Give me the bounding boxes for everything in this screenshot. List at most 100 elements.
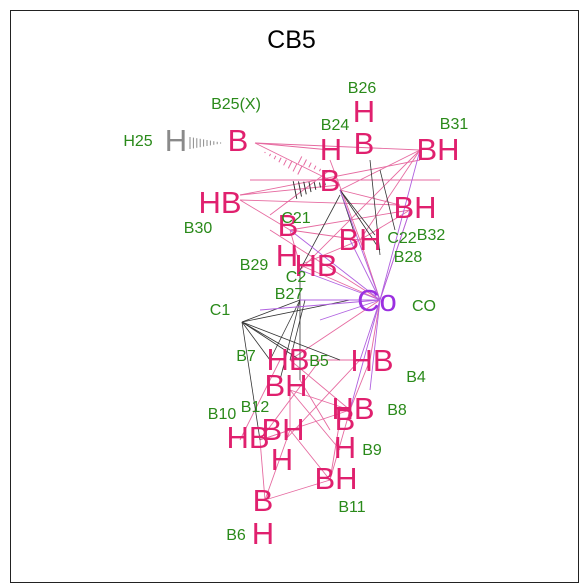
atom-label: C1 — [210, 302, 231, 319]
bond-line — [239, 184, 341, 196]
atom-label: B28 — [394, 249, 423, 266]
bond-line — [254, 142, 331, 151]
atom-symbol: B — [253, 483, 274, 518]
atom-symbol: HB — [198, 185, 241, 220]
bond-line — [289, 429, 331, 481]
bond-line — [359, 209, 411, 241]
hash-line — [287, 161, 293, 169]
bond-line — [241, 321, 261, 441]
bond-line — [339, 189, 381, 251]
bond-line — [241, 321, 271, 361]
bond-line — [289, 229, 381, 301]
hash-line — [308, 162, 312, 168]
bond-line — [269, 229, 381, 301]
hash-line — [264, 151, 266, 154]
atom-symbol: B — [228, 123, 249, 158]
hash-line — [292, 181, 298, 199]
atom-symbol: B — [278, 208, 299, 243]
atom-symbol: H — [334, 430, 356, 465]
atom-symbol: BH — [416, 132, 459, 167]
bond-line — [239, 199, 291, 231]
bond-line — [241, 299, 351, 323]
atom-symbol: B — [335, 402, 356, 437]
atom-symbol: HB — [266, 342, 309, 377]
atom-symbol: BH — [261, 412, 304, 447]
atom-symbol: HB — [294, 248, 337, 283]
bond-line — [289, 389, 341, 451]
bond-line — [379, 149, 421, 301]
bond-line — [339, 189, 381, 301]
bond-line — [264, 429, 291, 501]
bond-line — [379, 209, 411, 301]
atom-label: B5 — [309, 353, 329, 370]
atom-label: CO — [412, 298, 436, 315]
atom-label: C21 — [281, 210, 310, 227]
bond-line — [349, 299, 381, 411]
hash-line — [324, 171, 326, 174]
atom-label: H25 — [123, 133, 152, 150]
atom-symbol: Co — [357, 283, 397, 318]
atom-symbol: HB — [331, 391, 374, 426]
atom-label: B7 — [236, 348, 256, 365]
atom-label: C22 — [387, 230, 416, 247]
bond-line — [239, 159, 421, 196]
hash-line — [303, 159, 307, 166]
atom-symbol: BH — [393, 190, 436, 225]
bond-line — [329, 419, 341, 481]
bond-line — [329, 409, 351, 481]
bond-line — [299, 269, 381, 301]
plot-frame — [10, 10, 579, 583]
bond-line — [289, 299, 306, 361]
bond-line — [279, 299, 301, 381]
atom-symbol: B — [354, 126, 375, 161]
bond-line — [241, 321, 301, 361]
atom-symbol: BH — [314, 461, 357, 496]
hash-line — [273, 155, 277, 160]
hash-line — [324, 182, 326, 186]
bond-line — [259, 429, 291, 441]
bond-line — [339, 189, 401, 206]
atom-label: B26 — [348, 80, 377, 97]
hash-line — [318, 168, 322, 172]
atom-symbol: BH — [338, 222, 381, 257]
bond-line — [239, 359, 281, 441]
bond-line — [264, 479, 331, 501]
bond-line — [299, 379, 331, 431]
hash-line — [283, 159, 287, 166]
atom-symbol: H — [271, 442, 293, 477]
atom-label: B29 — [240, 257, 269, 274]
hash-line — [297, 165, 303, 175]
bond-line — [259, 359, 321, 441]
atom-label: B11 — [338, 499, 365, 516]
bond-line — [299, 149, 421, 271]
bond-line — [241, 321, 291, 351]
hash-line — [303, 181, 307, 195]
atom-label: B4 — [406, 369, 426, 386]
atom-label: B32 — [417, 227, 446, 244]
atom-label: B8 — [387, 402, 407, 419]
bond-line — [329, 159, 361, 241]
bond-line — [241, 299, 301, 323]
hash-line — [268, 153, 272, 157]
hash-line — [313, 182, 317, 190]
bond-line — [319, 299, 381, 321]
bond-line — [359, 299, 381, 361]
bond-line — [349, 239, 381, 301]
bond-line — [369, 299, 381, 391]
atom-symbol: H — [165, 123, 187, 158]
bond-line — [269, 169, 331, 216]
hash-line — [292, 163, 298, 172]
hashed-wedge-group — [189, 137, 326, 199]
atom-label: B31 — [440, 116, 469, 133]
atom-label: B12 — [241, 399, 270, 416]
bond-line — [299, 239, 361, 266]
atom-label: B27 — [275, 286, 304, 303]
atom-symbol: BH — [264, 368, 307, 403]
bond-line — [239, 199, 401, 206]
atom-symbol: HB — [350, 343, 393, 378]
hash-line — [297, 156, 303, 164]
bond-line — [284, 359, 361, 441]
hash-line — [278, 157, 282, 163]
